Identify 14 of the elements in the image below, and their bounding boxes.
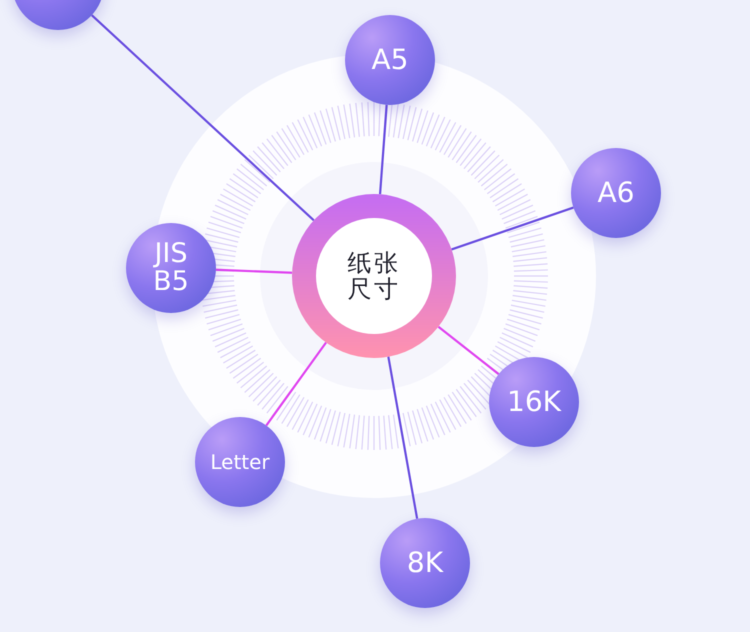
size-label: A5 — [372, 45, 408, 75]
size-label: A6 — [598, 178, 634, 208]
connector-line — [451, 206, 574, 250]
connector-line — [438, 326, 500, 376]
connector-line — [91, 14, 315, 222]
connector-line — [378, 104, 388, 194]
size-label: Letter — [210, 452, 270, 472]
size-label: JIS B5 — [152, 240, 190, 296]
connector-line — [265, 342, 327, 426]
center-label: 纸张尺寸 — [348, 250, 400, 302]
connector-line — [387, 356, 418, 519]
connector-line — [216, 268, 292, 274]
size-label: 16K — [507, 387, 561, 417]
size-label: 8K — [406, 548, 444, 578]
